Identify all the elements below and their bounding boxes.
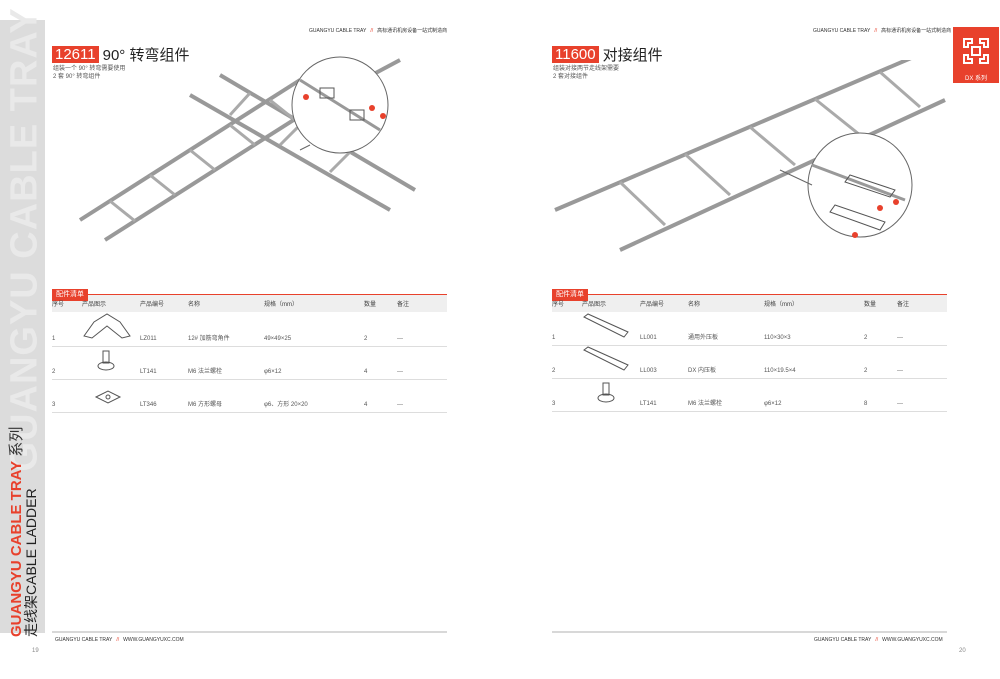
inner-plate-icon [583,345,629,371]
turn-assembly-illustration [78,56,417,242]
series-badge: DX 系列 [953,27,999,83]
page-number: 20 [959,648,966,654]
page-header-right: GUANGYU CABLE TRAY//高标通讯机房设备一站式制造商 [813,28,952,34]
footer-right: GUANGYU CABLE TRAY//WWW.GUANGYUXC.COM [814,637,943,643]
outer-plate-icon [583,312,629,338]
parts-list-title: 配件清单 [52,289,88,301]
side-title: GUANGYU CABLE TRAY 系列走线架CABLE LADDER [8,426,39,637]
flange-bolt-icon [97,350,115,371]
profile-logo-icon [963,38,989,64]
flange-bolt-icon [597,382,615,402]
watermark: GUANGYU CABLE TRAY [3,7,46,472]
square-nut-icon [94,390,122,404]
corner-bracket-icon [83,313,131,339]
parts-list-title: 配件清单 [552,289,588,301]
product-code: 12611 [52,46,99,63]
footer-rule [52,631,447,633]
footer-rule [552,631,947,633]
table-header-row: 序号产品图示产品编号名称规格（mm）数量备注 [52,295,447,312]
side-band [0,20,45,633]
page-number: 19 [32,648,39,654]
page-header-left: GUANGYU CABLE TRAY//高标通讯机房设备一站式制造商 [309,28,448,34]
table-header-row: 序号产品图示产品编号名称规格（mm）数量备注 [552,295,947,312]
joint-assembly-illustration [554,60,946,252]
product-code: 11600 [552,46,599,63]
footer-left: GUANGYU CABLE TRAY//WWW.GUANGYUXC.COM [55,637,184,643]
